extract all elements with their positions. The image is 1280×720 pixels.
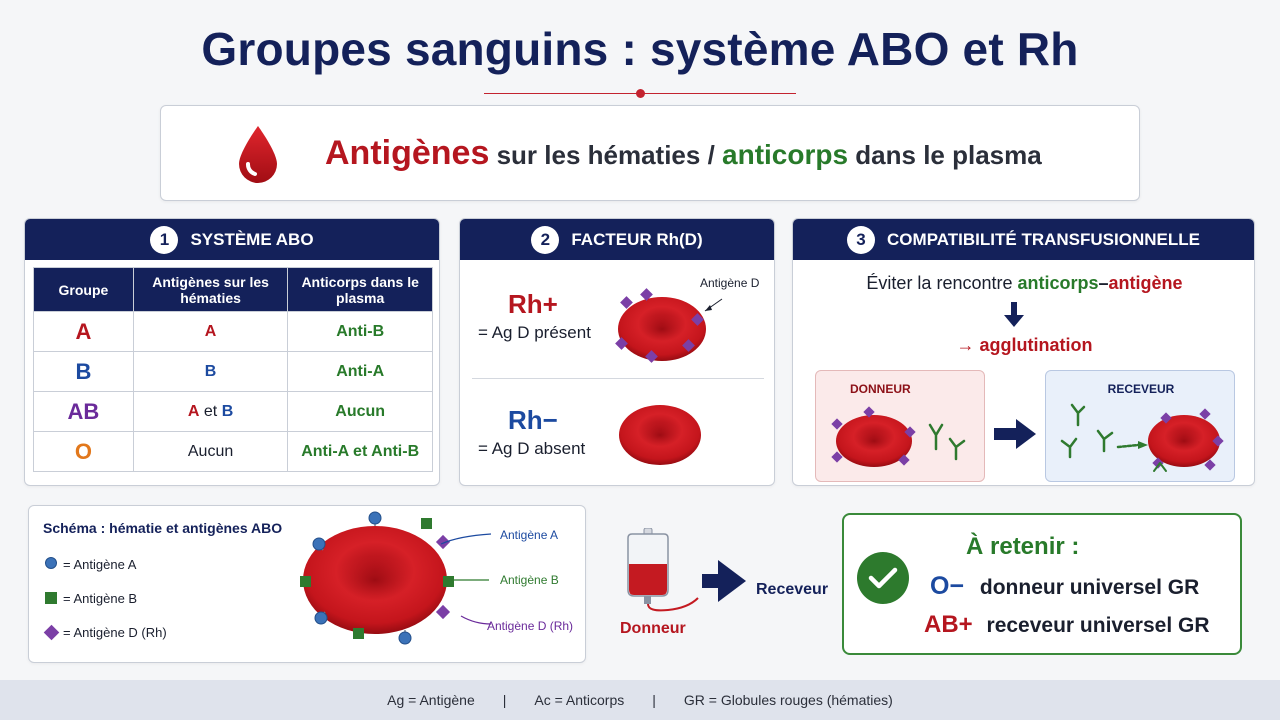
compat-rule-antibodies: anticorps (1017, 273, 1099, 293)
banner-end: dans le plasma (848, 140, 1042, 170)
footer-gr: GR = Globules rouges (hématies) (683, 692, 893, 708)
compat-result: → agglutination (956, 335, 1093, 355)
legend-antigen-a: = Antigène A (63, 557, 137, 572)
abo-antigens-ab-and: et (199, 402, 222, 420)
schema-label-antigen-a: Antigène A (500, 528, 559, 542)
remember-panel: À retenir : O− donneur universel GR AB+ … (842, 513, 1242, 655)
table-row: O Aucun Anti-A et Anti-B (33, 431, 433, 472)
compat-rule-start: Éviter la rencontre (866, 273, 1018, 293)
abo-antibodies-o: Anti-A et Anti-B (287, 431, 433, 472)
footer-ac: Ac = Anticorps (534, 692, 625, 708)
schema-callout-lines (440, 533, 492, 625)
footer-separator: | (502, 692, 507, 708)
remember-group-ab-pos: AB+ (924, 611, 973, 638)
abo-table: Groupe Antigènes sur les hématies Antico… (33, 267, 433, 472)
legend-antigen-b: = Antigène B (63, 591, 138, 606)
footer-separator: | (652, 692, 656, 708)
remember-line-2: AB+ receveur universel GR (924, 611, 1209, 639)
rh-positive-desc: = Ag D présent (478, 323, 591, 342)
abo-panel-header: 1 SYSTÈME ABO (25, 219, 439, 260)
compat-panel: 3 COMPATIBILITÉ TRANSFUSIONNELLE Éviter … (792, 218, 1255, 486)
abo-antibodies-a: Anti-B (287, 311, 433, 352)
schema-panel: Schéma : hématie et antigènes ABO = Anti… (28, 505, 586, 663)
rh-panel: 2 FACTEUR Rh(D) Rh+ = Ag D présent Antig… (459, 218, 775, 486)
abo-antigens-ab-a: A (187, 402, 200, 420)
transfusion-recipient-label: Receveur (756, 581, 829, 598)
legend-antigen-d-swatch (43, 624, 60, 641)
compat-rule: Éviter la rencontre anticorps–antigène (793, 273, 1254, 294)
remember-text-2: receveur universel GR (986, 614, 1210, 637)
abo-antigens-ab-b: B (221, 402, 234, 420)
banner-word-antibodies: anticorps (722, 139, 849, 170)
donor-cell-with-antibodies (831, 406, 966, 467)
rh-negative-label: Rh− (508, 405, 558, 435)
abo-antigens-b: B (132, 351, 289, 392)
compat-rule-antigen: antigène (1108, 273, 1183, 293)
abo-group-b: B (33, 351, 134, 392)
abo-antibodies-ab: Aucun (287, 391, 433, 432)
abo-antibodies-b: Anti-A (287, 351, 433, 392)
compat-panel-title: COMPATIBILITÉ TRANSFUSIONNELLE (887, 229, 1200, 249)
abo-antigens-o: Aucun (132, 431, 289, 472)
legend-antigen-d: = Antigène D (Rh) (63, 625, 167, 640)
banner-word-antigens: Antigènes (325, 134, 490, 172)
check-icon (857, 552, 909, 604)
abo-panel-number: 1 (150, 225, 179, 254)
footer-ag: Ag = Antigène (387, 692, 475, 708)
table-row: A A Anti-B (33, 311, 433, 352)
remember-title: À retenir : (966, 533, 1080, 560)
blood-drop-icon (239, 126, 277, 183)
abo-antigens-ab: A et B (132, 391, 289, 432)
abo-group-ab: AB (33, 391, 134, 432)
banner-mid: sur les hématies / (489, 140, 723, 170)
key-concept-banner: Antigènes sur les hématies / anticorps d… (160, 105, 1140, 201)
legend-antigen-a-swatch (45, 557, 57, 569)
abo-col-group: Groupe (33, 267, 134, 312)
abo-col-antibodies: Anticorps dans le plasma (287, 267, 433, 312)
donor-box: DONNEUR (815, 370, 985, 482)
compat-panel-header: 3 COMPATIBILITÉ TRANSFUSIONNELLE (793, 219, 1254, 260)
compat-rule-dash: – (1098, 273, 1109, 293)
arrow-down-icon (1004, 302, 1024, 327)
abo-antigens-a: A (132, 311, 289, 352)
schema-label-antigen-d: Antigène D (Rh) (487, 619, 574, 633)
abo-panel: 1 SYSTÈME ABO Groupe Antigènes sur les h… (24, 218, 440, 486)
remember-line-1: O− donneur universel GR (930, 572, 1199, 601)
rh-panel-header: 2 FACTEUR Rh(D) (460, 219, 774, 260)
banner-text: Antigènes sur les hématies / anticorps d… (325, 134, 1042, 173)
rh-panel-number: 2 (531, 225, 560, 254)
abo-group-a: A (33, 311, 134, 352)
schema-red-cell (300, 511, 454, 645)
arrow-right-icon (994, 419, 1036, 449)
legend-antigen-b-swatch (45, 592, 57, 604)
recipient-box-label: RECEVEUR (1107, 382, 1175, 396)
remember-text-1: donneur universel GR (979, 576, 1200, 599)
rh-positive-cell (615, 288, 723, 363)
recipient-box: RECEVEUR (1045, 370, 1235, 482)
rh-antigen-label: Antigène D (700, 276, 760, 290)
rh-panel-title: FACTEUR Rh(D) (571, 229, 703, 249)
abo-table-header-row: Groupe Antigènes sur les hématies Antico… (33, 267, 433, 312)
schema-title: Schéma : hématie et antigènes ABO (43, 520, 283, 536)
rh-negative-cell (619, 405, 701, 465)
table-row: B B Anti-A (33, 351, 433, 392)
blood-bag-icon (627, 528, 746, 612)
schema-label-antigen-b: Antigène B (500, 573, 559, 587)
transfusion-donor-label: Donneur (620, 620, 686, 637)
abo-col-antigens: Antigènes sur les hématies (132, 267, 289, 312)
rh-negative-desc: = Ag D absent (478, 439, 586, 458)
compat-panel-number: 3 (847, 225, 876, 254)
footer-legend: Ag = Antigène | Ac = Anticorps | GR = Gl… (0, 680, 1280, 720)
abo-panel-title: SYSTÈME ABO (190, 229, 314, 249)
abo-group-o: O (33, 431, 134, 472)
remember-group-o-neg: O− (930, 572, 965, 600)
rh-divider (472, 378, 764, 379)
table-row: AB A et B Aucun (33, 391, 433, 432)
recipient-agglutination (1060, 403, 1224, 472)
title-divider-dot (636, 89, 645, 98)
donor-box-label: DONNEUR (850, 382, 911, 396)
rh-positive-label: Rh+ (508, 289, 558, 319)
page-title: Groupes sanguins : système ABO et Rh (201, 23, 1079, 75)
